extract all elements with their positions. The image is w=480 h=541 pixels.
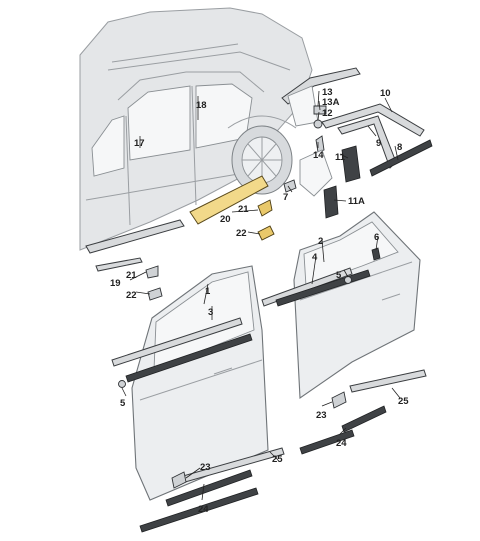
clip-21-upper xyxy=(257,199,273,217)
label-22-lower: 22 xyxy=(126,290,137,301)
clip-23-rear xyxy=(331,391,347,409)
door-trim-25-rear xyxy=(349,369,427,393)
label-11a: 11A xyxy=(348,196,365,207)
label-20: 20 xyxy=(220,214,231,225)
door-seal-24-front xyxy=(165,469,253,507)
trim-panel-11 xyxy=(341,145,361,183)
clip-22-upper xyxy=(257,225,275,241)
label-24-rear: 24 xyxy=(336,438,347,449)
clip-22-lower xyxy=(147,287,163,301)
sill-trim-19 xyxy=(95,257,143,272)
rear-door xyxy=(293,211,421,400)
label-6: 6 xyxy=(374,232,379,243)
label-7: 7 xyxy=(283,192,288,203)
clip-23-front xyxy=(171,471,187,489)
door-seal-24b-front xyxy=(139,487,259,533)
door-seal-24b-rear xyxy=(299,429,355,455)
trim-corner-piece xyxy=(299,149,333,197)
front-door-window-frame xyxy=(153,271,255,371)
label-21-lower: 21 xyxy=(126,270,137,281)
belt-seal-3 xyxy=(125,333,253,383)
label-1: 1 xyxy=(205,286,211,297)
clip-5-rear xyxy=(344,276,352,284)
label-23-front: 23 xyxy=(200,462,211,473)
label-2: 2 xyxy=(318,236,323,247)
part-labels: 18 17 13 13A 12 10 9 8 11 14 11A 7 21 20… xyxy=(110,87,409,515)
belt-trim-1 xyxy=(111,317,243,367)
label-5-front: 5 xyxy=(120,398,126,409)
belt-trim-4 xyxy=(261,267,353,307)
label-11: 11 xyxy=(335,152,346,163)
label-13: 13 xyxy=(322,87,333,98)
window-trim-10 xyxy=(321,103,425,137)
label-14: 14 xyxy=(313,150,324,161)
roof-trim-10a xyxy=(281,67,361,105)
front-door-window xyxy=(91,115,125,177)
label-25-front: 25 xyxy=(272,454,283,465)
label-17: 17 xyxy=(134,138,145,149)
leader-lines xyxy=(121,90,401,501)
label-5-rear: 5 xyxy=(336,270,342,281)
label-22-upper: 22 xyxy=(236,228,247,239)
label-21-upper: 21 xyxy=(238,204,249,215)
label-13a: 13A xyxy=(322,97,340,108)
label-9: 9 xyxy=(376,138,381,149)
label-8: 8 xyxy=(397,142,402,153)
label-24-front: 24 xyxy=(198,504,209,515)
label-12: 12 xyxy=(322,108,333,119)
rear-door-window xyxy=(127,85,191,161)
clip-21-lower xyxy=(145,265,159,279)
label-10: 10 xyxy=(380,88,391,99)
clip-5-front xyxy=(118,380,126,388)
label-18: 18 xyxy=(196,100,207,111)
trim-panel-11a xyxy=(323,185,339,219)
clip-12 xyxy=(313,119,323,129)
label-3: 3 xyxy=(208,307,213,318)
clip-7 xyxy=(283,179,297,193)
label-25-rear: 25 xyxy=(398,396,409,407)
label-19: 19 xyxy=(110,278,121,289)
label-4: 4 xyxy=(312,252,318,263)
window-trim-9 xyxy=(337,115,397,169)
vehicle-body xyxy=(79,7,313,251)
lower-body-trim xyxy=(85,219,185,254)
label-23-rear: 23 xyxy=(316,410,327,421)
door-seal-24-rear xyxy=(341,405,387,433)
seal-strip-8 xyxy=(369,139,433,177)
wheel-arch-trim-highlighted xyxy=(189,175,269,225)
